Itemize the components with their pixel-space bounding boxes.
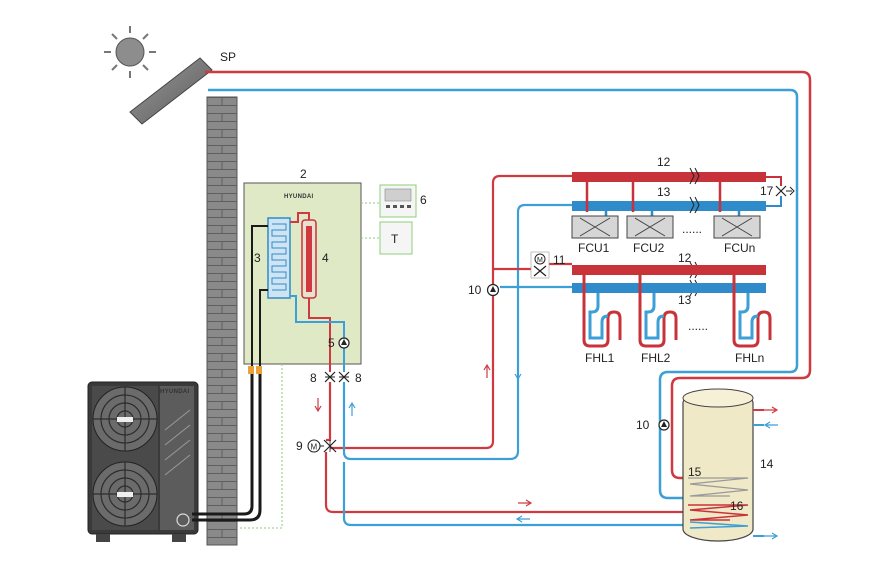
- fhl-dots: ......: [688, 319, 708, 333]
- valve-right-label: 8: [355, 371, 362, 385]
- tank-coil-heat-label: 16: [730, 499, 744, 513]
- manifold-bottom-cold-label: 13: [678, 293, 692, 307]
- floor-heating-loop: [638, 275, 678, 348]
- fan-icon: [92, 386, 158, 452]
- hot-to-tank: [324, 452, 730, 514]
- fhln-label: FHLn: [735, 351, 764, 365]
- hydro-box-label: 2: [300, 167, 307, 181]
- three-way-valve: M: [307, 439, 337, 453]
- valve-icon: [324, 371, 336, 383]
- solar-panel-icon: [129, 57, 213, 125]
- hydro-box-brand: HYUNDAI: [284, 194, 313, 200]
- manifold-top-hot: [572, 172, 766, 182]
- primary-circuit-pipes: [324, 174, 730, 527]
- refrigerant-lines: [192, 372, 262, 522]
- manifold-bottom-cold: [572, 283, 766, 293]
- cold-return-pipe: [342, 203, 572, 461]
- controller-panel: [379, 184, 417, 218]
- pump-circuit-label: 10: [468, 283, 482, 297]
- pump-icon: [338, 337, 350, 349]
- pump-icon: [486, 283, 500, 297]
- plate-heat-exchanger: [267, 217, 291, 299]
- valve-left-label: 8: [310, 371, 317, 385]
- thermostat-label: T: [391, 232, 399, 246]
- refrigerant-connectors: [248, 366, 262, 374]
- tank-outlet-pipes: [753, 409, 764, 537]
- valve-icon: [338, 371, 350, 383]
- hot-water-tank: [682, 388, 754, 542]
- fcu-unit: [713, 215, 761, 239]
- controller-label: 6: [420, 193, 427, 207]
- outdoor-unit-brand: HYUNDAI: [160, 389, 189, 395]
- three-way-valve-label: 9: [296, 439, 303, 453]
- fcu-unit: [626, 215, 674, 239]
- brick-wall: [206, 96, 238, 546]
- hot-supply-pipe: [326, 174, 572, 450]
- solar-cold-pipe: [208, 88, 799, 500]
- fan-icon: [92, 461, 158, 527]
- tank-coil-solar-label: 15: [688, 465, 702, 479]
- fcun-label: FCUn: [724, 241, 755, 255]
- valve-icon: [775, 185, 795, 197]
- outdoor-unit: HYUNDAI: [87, 381, 199, 542]
- valve-icon: [533, 265, 547, 277]
- fcu-connections: [585, 182, 741, 216]
- backup-heater: [301, 219, 317, 299]
- manifold-bottom-hot: [572, 265, 766, 275]
- cold-from-tank: [342, 462, 730, 527]
- floor-heating-loop: [582, 275, 622, 348]
- manifold-bottom-hot-label: 12: [678, 251, 692, 265]
- manifold-top-cold-label: 13: [657, 185, 671, 199]
- fhl2-label: FHL2: [641, 351, 671, 365]
- valve-icon: [323, 439, 337, 453]
- tank-coil-solar: [688, 477, 749, 497]
- motor-valve-label: 11: [553, 253, 566, 267]
- svg-text:M: M: [537, 257, 543, 264]
- solar-hot-pipe: [205, 70, 812, 480]
- flow-arrows: [314, 363, 779, 540]
- pump-internal-label: 5: [328, 336, 335, 350]
- pump-icon: [658, 419, 670, 431]
- manifold-top-cold: [572, 201, 766, 211]
- plate-exchanger-label: 3: [254, 251, 261, 265]
- sun-icon: [104, 26, 156, 78]
- fhl1-label: FHL1: [585, 351, 615, 365]
- solar-panel-label: SP: [220, 50, 236, 64]
- tank-coil-heat: [688, 504, 749, 529]
- svg-text:M: M: [311, 443, 318, 452]
- pump-tank-label: 10: [636, 418, 650, 432]
- motor-valve: M: [530, 251, 550, 279]
- fcu-unit: [571, 215, 619, 239]
- bypass-valve-label: 17: [760, 184, 774, 198]
- tank-label: 14: [760, 457, 774, 471]
- manifold-top-hot-label: 12: [657, 155, 671, 169]
- fcu1-label: FCU1: [578, 241, 610, 255]
- solar-loop-pipes: [205, 70, 812, 500]
- motor-icon: M: [307, 439, 321, 453]
- control-wiring: [237, 202, 380, 529]
- motor-icon: M: [534, 253, 546, 265]
- bypass-pipe: [766, 176, 782, 207]
- fcu2-label: FCU2: [633, 241, 665, 255]
- fcu-dots: ......: [682, 222, 702, 236]
- floor-heating-loop: [732, 275, 772, 348]
- backup-heater-label: 4: [322, 251, 329, 265]
- thermostat: [379, 221, 413, 255]
